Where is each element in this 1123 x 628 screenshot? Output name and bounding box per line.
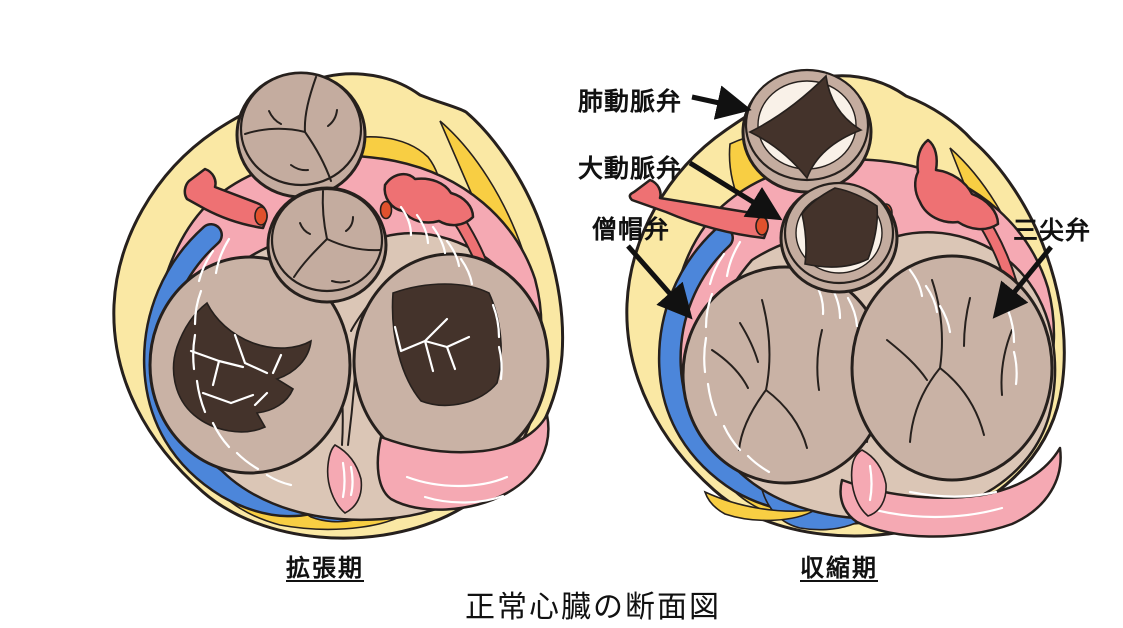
diastole-rv-chordae [393, 317, 471, 373]
arrow-pulmonary-valve [691, 85, 752, 120]
systole-bottom-myocardium [839, 446, 1062, 538]
arrow-mitral-valve [626, 244, 693, 320]
arrow-aortic-valve [688, 160, 783, 221]
label-mitral-valve: 僧帽弁 [592, 216, 671, 244]
label-aortic-valve: 大動脈弁 [578, 155, 683, 183]
diastole-pulmonary-valve-closed [235, 71, 367, 199]
systole-left-ventricle [681, 265, 889, 485]
diastole-left-ventricle [148, 255, 352, 475]
diastole-lv-chordae [189, 333, 283, 407]
caption-diastole: 拡張期 [286, 555, 364, 582]
diastole-right-ventricle [352, 252, 550, 470]
label-pulmonary-valve: 肺動脈弁 [578, 88, 683, 116]
diastole-aortic-valve-closed [266, 186, 388, 304]
label-tricuspid-valve: 三尖弁 [1013, 217, 1092, 245]
page-title: 正常心臓の断面図 [465, 591, 721, 624]
diastole-muscle-streaks [192, 205, 503, 487]
systole-muscle-streaks [703, 240, 1018, 474]
systole-aortic-valve-open [779, 181, 899, 294]
diastole-heart-illustration [112, 71, 565, 540]
caption-systole: 収縮期 [800, 555, 878, 582]
diastole-bottom-myocardium [326, 413, 550, 514]
arrow-tricuspid-valve [992, 245, 1053, 319]
systole-pulmonary-valve-open [741, 68, 873, 194]
systole-heart-illustration [625, 68, 1066, 538]
